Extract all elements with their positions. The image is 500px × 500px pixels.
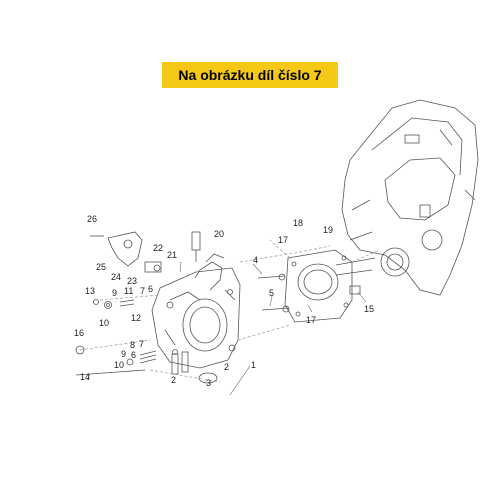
callout-6b: 6 bbox=[131, 350, 136, 360]
intake-manifold-drawing bbox=[194, 253, 225, 291]
callout-8: 8 bbox=[130, 340, 135, 350]
crankcase-drawing bbox=[341, 99, 479, 296]
callout-2a: 2 bbox=[171, 375, 176, 385]
cylinder-drawing bbox=[284, 249, 353, 323]
callout-18: 18 bbox=[293, 218, 303, 228]
callout-16: 16 bbox=[74, 328, 84, 338]
callout-15: 15 bbox=[364, 304, 374, 314]
callout-17a: 17 bbox=[278, 235, 288, 245]
callout-2b: 2 bbox=[224, 362, 229, 372]
sensor-drawing bbox=[191, 231, 201, 262]
callout-22: 22 bbox=[153, 243, 163, 253]
callout-1: 1 bbox=[251, 360, 256, 370]
callout-14: 14 bbox=[80, 372, 90, 382]
callout-6a: 6 bbox=[148, 284, 153, 294]
callout-10b: 10 bbox=[114, 360, 124, 370]
callout-5: 5 bbox=[269, 288, 274, 298]
bracket-drawing bbox=[90, 231, 143, 267]
callout-23: 23 bbox=[127, 276, 137, 286]
callout-4: 4 bbox=[253, 255, 258, 265]
callout-26: 26 bbox=[87, 214, 97, 224]
callout-19: 19 bbox=[323, 225, 333, 235]
studs-drawing bbox=[335, 257, 376, 295]
callout-24: 24 bbox=[111, 272, 121, 282]
callout-12: 12 bbox=[131, 313, 141, 323]
part-number-banner: Na obrázku díl číslo 7 bbox=[162, 62, 338, 88]
cylinder-head-drawing bbox=[151, 267, 241, 369]
callout-9b: 9 bbox=[121, 349, 126, 359]
callout-11: 11 bbox=[124, 286, 133, 296]
callout-9a: 9 bbox=[112, 288, 117, 298]
callout-numbers: 1 2 2 3 4 5 6 6 7 7 8 9 9 10 10 11 12 13… bbox=[74, 214, 374, 388]
callout-7a: 7 bbox=[140, 286, 145, 296]
small-parts-drawing bbox=[75, 261, 290, 384]
callout-3: 3 bbox=[206, 378, 211, 388]
callout-13: 13 bbox=[85, 286, 95, 296]
callout-7b: 7 bbox=[139, 339, 144, 349]
callout-25: 25 bbox=[96, 262, 106, 272]
callout-17b: 17 bbox=[306, 315, 316, 325]
callout-20: 20 bbox=[214, 229, 224, 239]
callout-10a: 10 bbox=[99, 318, 109, 328]
callout-21: 21 bbox=[167, 250, 177, 260]
